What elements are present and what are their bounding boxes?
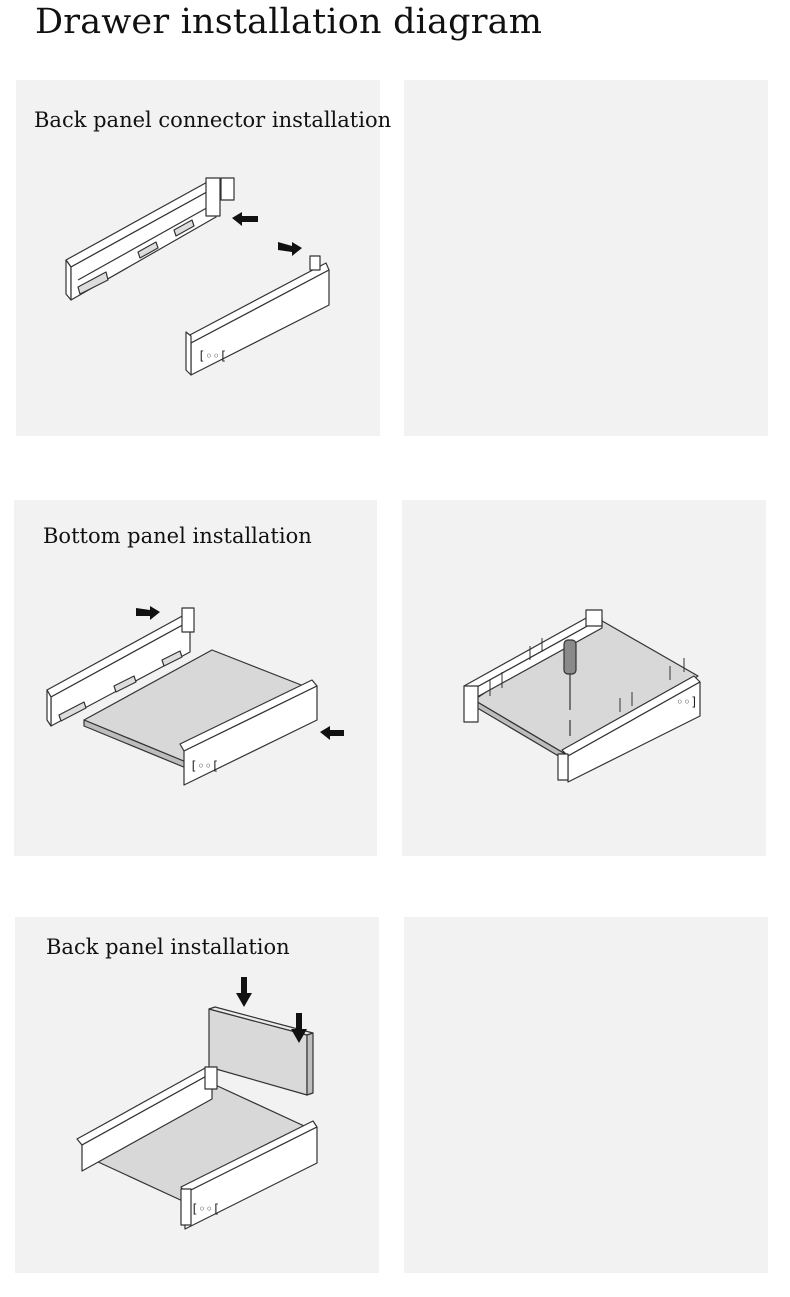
svg-text:[◦◦[: [◦◦[ [198, 349, 227, 363]
step-panel-bottom-panel: Bottom panel installation [◦◦[ [14, 500, 377, 856]
step-title: Back panel installation [46, 935, 290, 959]
page-title: Drawer installation diagram [35, 2, 543, 42]
bottom-panel-screw-illustration: ◦◦] [463, 609, 701, 783]
svg-text:[◦◦[: [◦◦[ [190, 759, 219, 773]
blank-panel-bottom-right [404, 917, 768, 1273]
back-panel-connector-illustration: [◦◦[ [65, 177, 330, 376]
step-panel-back-panel-connector: Back panel connector installation [◦◦[ [16, 80, 391, 436]
step-panel-back-panel: Back panel installation [◦◦[ [15, 917, 379, 1273]
blank-panel-top-right [404, 80, 768, 436]
bottom-panel-illustration: [◦◦[ [46, 606, 344, 786]
step-title: Bottom panel installation [43, 524, 312, 548]
svg-text:[◦◦[: [◦◦[ [191, 1202, 220, 1216]
step-panel-bottom-panel-screw: ◦◦] [402, 500, 766, 856]
svg-text:◦◦]: ◦◦] [676, 695, 698, 709]
step-title: Back panel connector installation [34, 108, 392, 132]
back-panel-illustration: [◦◦[ [76, 977, 318, 1230]
